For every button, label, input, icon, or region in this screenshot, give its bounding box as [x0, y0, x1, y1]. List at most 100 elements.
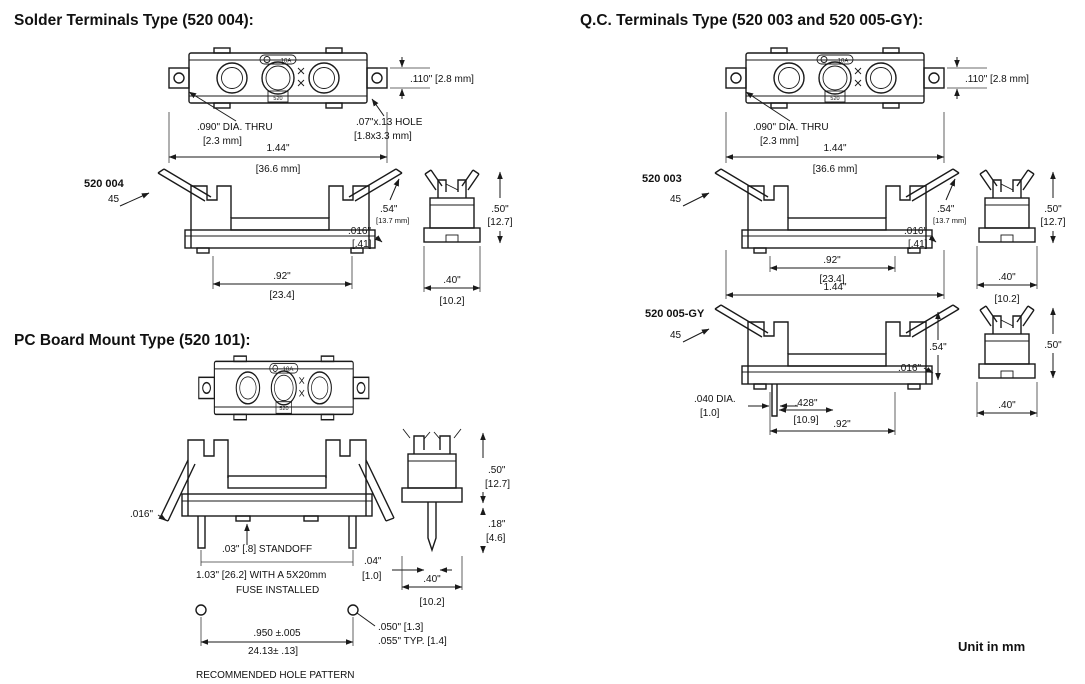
dim-110-qc: .110" [2.8 mm]: [947, 57, 1029, 99]
dim-label: .40": [998, 400, 1016, 411]
qc-end-view: [978, 169, 1036, 243]
dim-label: [1.0]: [700, 408, 720, 419]
dim-label: .07"x.13 HOLE: [356, 117, 423, 128]
dim-label: .54": [937, 204, 955, 215]
dim-label: .428": [794, 398, 817, 409]
dim-label: .50": [491, 204, 509, 215]
mounting-hole: [195, 604, 207, 616]
dim-label: .50": [1044, 204, 1062, 215]
unit-note: Unit in mm: [958, 639, 1025, 654]
dim-label: [23.4]: [819, 274, 844, 285]
mounting-hole: [347, 604, 359, 616]
gy-end-view: [978, 305, 1036, 379]
dim-label: 24.13± .13]: [248, 646, 298, 657]
dim-label: .110" [2.8 mm]: [410, 74, 474, 85]
dim-label: [10.2]: [994, 294, 1019, 305]
dim-angle-45-gy: 45: [670, 328, 710, 343]
pcb-side-view: [159, 439, 395, 549]
dim-label: .92": [273, 271, 291, 282]
dim-label: .40": [423, 574, 441, 585]
dim-18-pcb: .18" [4.6]: [480, 507, 506, 554]
part-number-520003: 520 003: [642, 173, 682, 185]
dim-50-pcb: .50" [12.7]: [480, 432, 510, 504]
dim-label: [4.6]: [486, 533, 506, 544]
dim-label: .54": [380, 204, 398, 215]
dim-label: [10.2]: [439, 296, 464, 307]
dim-angle-45: 45: [108, 192, 150, 207]
gy-side-view: [714, 304, 960, 390]
dim-label: .016": [898, 363, 921, 374]
dim-428: .428" [10.9]: [778, 398, 834, 426]
amp-rating-label: 10A: [283, 367, 294, 373]
dim-090-dia-qc: .090" DIA. THRU [2.3 mm]: [745, 91, 829, 147]
dim-016-gy: .016": [898, 363, 934, 374]
dim-label: .92": [823, 255, 841, 266]
section-heading: PC Board Mount Type (520 101):: [14, 332, 251, 349]
dim-label: .950 ±.005: [253, 628, 301, 639]
dim-label: [10.9]: [793, 415, 818, 426]
dim-label: .50": [1044, 340, 1062, 351]
dim-label: [2.3 mm]: [760, 136, 799, 147]
section-pcb: PC Board Mount Type (520 101): 10A 520 .…: [14, 332, 510, 681]
section-solder: Solder Terminals Type (520 004): 10A 520…: [14, 12, 513, 307]
dim-40-pcb: .40" [10.2]: [401, 556, 463, 608]
part-number-520005: 520 005-GY: [645, 308, 705, 320]
series-label: 520: [279, 406, 288, 412]
dim-54-gy: .54": [929, 311, 947, 381]
dim-50-gy: .50": [1044, 307, 1062, 379]
hole-pattern-label: RECOMMENDED HOLE PATTERN: [196, 670, 355, 681]
dim-144-qc: 1.44" [36.6 mm]: [725, 112, 945, 175]
dim-label: 1.44": [823, 143, 846, 154]
dim-label: .110" [2.8 mm]: [965, 74, 1029, 85]
dim-label: .54": [929, 342, 947, 353]
dim-label: [.41]: [352, 239, 372, 250]
pcb-end-view: [401, 428, 463, 551]
section-heading: Q.C. Terminals Type (520 003 and 520 005…: [580, 12, 923, 29]
dim-label: .016": [130, 509, 153, 520]
ground-pin: [771, 384, 778, 417]
dim-label: .50": [488, 465, 506, 476]
dim-label: [13.7 mm]: [933, 216, 966, 225]
dim-144: 1.44" [36.6 mm]: [168, 112, 388, 175]
dim-40-qc: .40" [10.2]: [976, 246, 1038, 305]
dim-label: [1.8x3.3 mm]: [354, 131, 412, 142]
part-number-520004: 520 004: [84, 178, 125, 190]
dim-label: .18": [488, 519, 506, 530]
series-label: 520: [273, 96, 282, 102]
section-heading: Solder Terminals Type (520 004):: [14, 12, 254, 29]
dim-50-qc: .50" [12.7]: [1040, 171, 1066, 244]
amp-rating-label: 10A: [281, 59, 292, 65]
dim-label: .016": [348, 226, 371, 237]
dim-92-gy: .92": [769, 392, 896, 435]
amp-rating-label: 10A: [838, 59, 849, 65]
note-label: FUSE INSTALLED: [236, 585, 319, 596]
dim-label: [10.2]: [419, 597, 444, 608]
dim-92: .92" [23.4]: [212, 256, 353, 301]
dim-label: [1.0]: [362, 571, 382, 582]
dim-04: .04" [1.0]: [362, 556, 452, 582]
dim-label: [12.7]: [1040, 217, 1065, 228]
dim-label: [23.4]: [269, 290, 294, 301]
dim-label: 45: [670, 330, 682, 341]
dim-92-qc: .92" [23.4]: [769, 255, 896, 285]
section-gy: 520 005-GY 45 .54" .016" .040 DIA. [1.0]…: [645, 304, 1062, 435]
dim-50: .50" [12.7]: [487, 171, 513, 244]
dim-label: [12.7]: [487, 217, 512, 228]
dim-label: [2.3 mm]: [203, 136, 242, 147]
dim-label: .090" DIA. THRU: [197, 122, 273, 133]
dim-angle-45-qc: 45: [670, 192, 710, 207]
dim-110: .110" [2.8 mm]: [390, 57, 474, 99]
dim-54: .54" [13.7 mm]: [376, 178, 409, 225]
dim-label: [36.6 mm]: [256, 164, 301, 175]
dim-label: .03" [.8] STANDOFF: [222, 544, 312, 555]
dim-label: .040 DIA.: [694, 394, 736, 405]
dim-label: .050" [1.3]: [378, 622, 423, 633]
dim-label: [13.7 mm]: [376, 216, 409, 225]
dim-54-qc: .54" [13.7 mm]: [933, 178, 966, 225]
series-label: 520: [830, 96, 839, 102]
dim-label: [12.7]: [485, 479, 510, 490]
dim-label: 1.44": [823, 282, 846, 293]
dim-040-dia: .040 DIA. [1.0]: [694, 394, 798, 419]
solder-end-view: [423, 169, 481, 243]
